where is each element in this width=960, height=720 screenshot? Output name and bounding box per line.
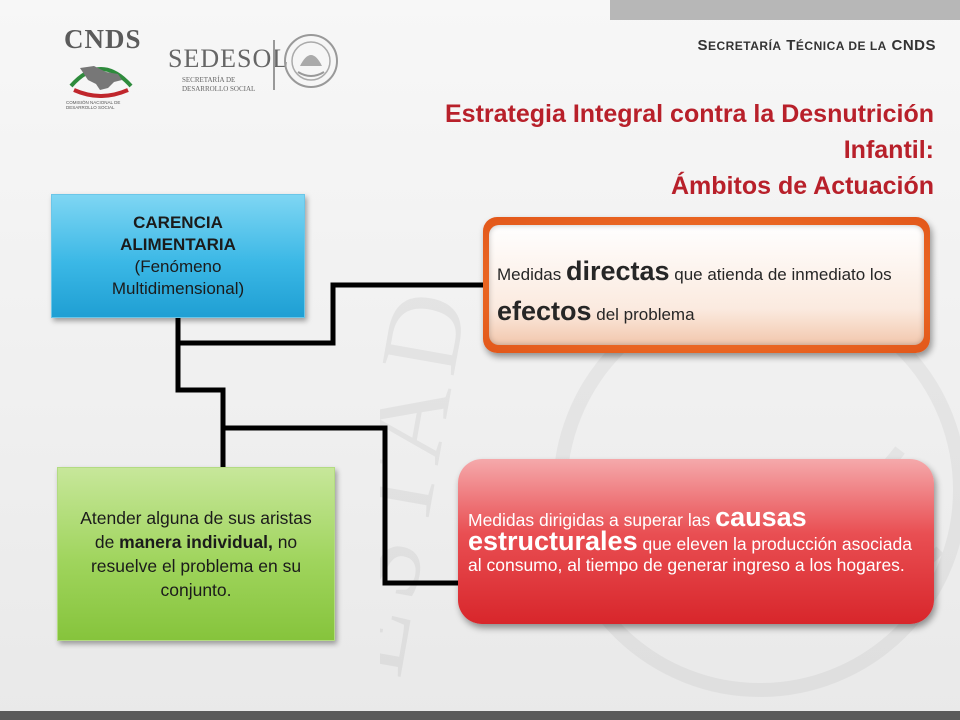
sedesol-sub-line2: DESARROLLO SOCIAL	[182, 85, 256, 93]
connector-main	[175, 282, 490, 346]
title-line1: Estrategia Integral contra la Desnutrici…	[444, 100, 934, 128]
title-line2: Infantil:	[843, 136, 934, 164]
red-text-2: que eleven la producción asociada al con…	[468, 534, 912, 575]
red-box-text: Medidas dirigidas a superar las causas e…	[468, 504, 918, 576]
title-line3: Ámbitos de Actuación	[671, 172, 934, 200]
medidas-directas-box: Medidas directas que atienda de inmediat…	[483, 217, 930, 353]
cnds-logo: CNDS COMISIÓN NACIONAL DE DESARROLLO SOC…	[60, 22, 142, 110]
carencia-title-1: CARENCIA	[133, 213, 223, 232]
carencia-subtitle-2: Multidimensional)	[111, 279, 245, 298]
connector-branch	[175, 343, 226, 467]
header-secretaria-rest: ECRETARÍA	[707, 39, 782, 53]
sedesol-sub-line1: SECRETARÍA DE	[182, 76, 236, 84]
manera-individual-box: Atender alguna de sus aristas de manera …	[57, 467, 335, 641]
carencia-text: CARENCIA ALIMENTARIA (Fenómeno Multidime…	[112, 212, 244, 300]
bottom-accent-bar	[0, 711, 960, 720]
logo-divider	[273, 40, 275, 90]
national-seal-icon	[284, 34, 338, 88]
orange-text-3: del problema	[591, 305, 695, 324]
green-box-text: Atender alguna de sus aristas de manera …	[70, 506, 322, 602]
header-t: T	[786, 37, 796, 54]
orange-text-2: que atienda de inmediato los	[669, 265, 892, 284]
sedesol-logo: SEDESOL SECRETARÍA DE DESARROLLO SOCIAL	[168, 44, 288, 104]
cnds-logo-word: CNDS	[64, 24, 142, 54]
sedesol-logo-word: SEDESOL	[168, 44, 290, 73]
mexico-map-icon	[69, 66, 133, 98]
green-text-1: Atender alguna de sus aristas de	[80, 508, 312, 552]
carencia-title-2: ALIMENTARIA	[120, 235, 236, 254]
causas-estructurales-box: Medidas dirigidas a superar las causas e…	[458, 459, 934, 624]
red-bold-causas: causas estructurales	[468, 502, 807, 556]
header-tecnica-rest: ÉCNICA DE LA	[795, 39, 887, 53]
green-text-bold: manera individual,	[119, 532, 273, 552]
medidas-directas-text: Medidas directas que atienda de inmediat…	[489, 225, 924, 345]
carencia-subtitle-1: (Fenómeno	[134, 257, 222, 276]
page-title: Estrategia Integral contra la Desnutrici…	[294, 96, 934, 204]
sedesol-logo-subtitle: SECRETARÍA DE DESARROLLO SOCIAL	[182, 76, 255, 94]
connector-lower	[223, 425, 460, 586]
cnds-logo-subtitle: COMISIÓN NACIONAL DE DESARROLLO SOCIAL	[66, 100, 121, 110]
orange-bold-directas: directas	[565, 256, 670, 286]
header-s: S	[697, 37, 708, 54]
orange-bold-efectos: efectos	[497, 296, 592, 326]
red-text-1: Medidas dirigidas a superar las	[468, 510, 716, 530]
orange-text-1: Medidas	[497, 265, 566, 284]
carencia-alimentaria-box: CARENCIA ALIMENTARIA (Fenómeno Multidime…	[51, 194, 305, 318]
green-text-2: no resuelve el problema en su conjunto.	[90, 532, 302, 600]
top-accent-bar	[610, 0, 960, 20]
header-cnds: CNDS	[891, 37, 936, 54]
header-secretaria: SECRETARÍA TÉCNICA DE LA CNDS	[697, 37, 936, 54]
